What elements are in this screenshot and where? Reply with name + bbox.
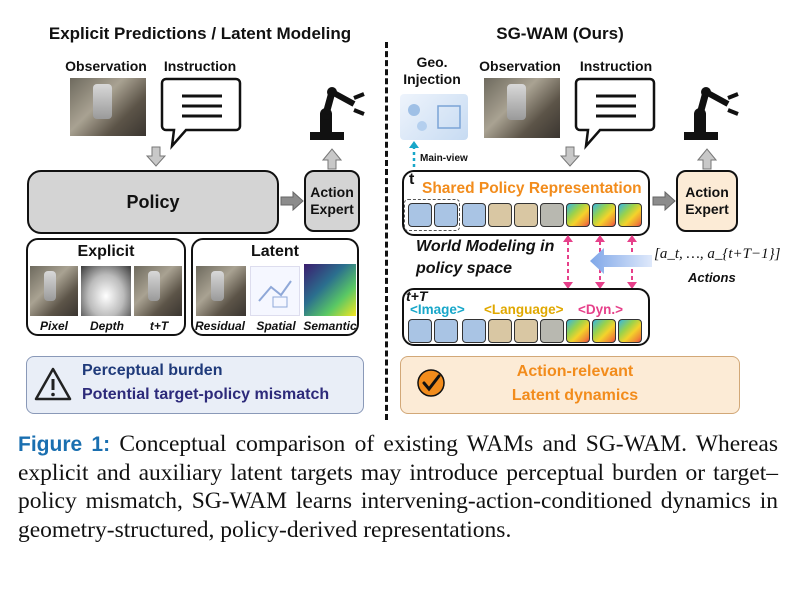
language-token [488,203,512,227]
observation-label-right: Observation [479,58,561,74]
language-token [488,319,512,343]
future-frame-image [134,266,182,316]
explicit-title: Explicit [77,243,135,260]
main-view-label: Main-view [420,153,468,164]
observation-image-left [70,78,146,136]
figure-label: Figure 1: [18,433,111,456]
image-token [408,203,432,227]
explicit-box: Explicit [26,238,186,336]
action-expert-label-left: Action Expert [310,184,354,217]
result-line-1: Action-relevant [516,363,634,380]
depth-image [81,266,131,316]
policy-box: Policy [27,170,279,234]
speech-bubble-icon [160,77,242,150]
dynamics-token [592,203,616,227]
latent-box: Latent [191,238,359,336]
speech-bubble-icon [574,77,656,150]
actions-label: Actions [688,270,736,285]
warning-line-2: Potential target-policy mismatch [82,386,330,403]
instruction-label-right: Instruction [579,58,653,74]
pixel-label: Pixel [39,319,69,333]
robot-arm-icon [684,87,739,140]
tT-label-explicit: t+T [149,319,169,333]
instruction-label-left: Instruction [163,58,237,74]
dynamics-token [566,203,590,227]
geo-injection-image [400,94,468,140]
figure-caption: Figure 1: Conceptual comparison of exist… [18,430,778,544]
action-expert-box-left: Action Expert [304,170,360,232]
spatial-sketch-icon [258,280,292,308]
language-token [540,319,564,343]
t-label: t [409,171,415,188]
action-expert-label-right: Action Expert [685,184,729,217]
language-token [540,203,564,227]
image-token [462,203,486,227]
main-view-token-group [404,199,460,231]
actions-math: [a_t, …, a_{t+T−1}] [654,246,781,262]
point-cloud-icon [408,104,461,131]
actions-arrow-icon [590,248,652,274]
spatial-image [250,266,300,316]
arrow-up-icon [322,148,342,170]
result-box [400,356,740,414]
action-expert-box-right: Action Expert [676,170,738,232]
language-token [514,203,538,227]
spatial-label: Spatial [256,319,296,333]
image-token [408,319,432,343]
language-tag: <Language> [484,302,564,317]
dynamics-token [618,203,642,227]
arrow-down-icon [146,146,166,167]
dynamics-token [592,319,616,343]
residual-label: Residual [194,319,245,333]
observation-label-left: Observation [65,58,147,74]
latent-title: Latent [251,243,299,260]
caption-text: Conceptual comparison of existing WAMs a… [18,431,778,543]
image-token [434,319,458,343]
left-panel-title: Explicit Predictions / Latent Modeling [48,24,352,43]
arrow-right-icon [652,191,676,211]
language-token [514,319,538,343]
dynamics-tag: <Dyn.> [578,302,624,317]
check-circle-icon [417,369,445,397]
panel-divider [385,42,388,420]
image-tag: <Image> [410,302,465,317]
observation-image-right [484,78,560,138]
residual-image [196,266,246,316]
world-modeling-label: World Modeling in policy space [416,238,555,277]
semantic-image [304,264,356,316]
policy-label: Policy [126,192,180,212]
geo-injection-label: Geo. Injection [403,54,461,87]
robot-arm-icon [310,87,365,140]
arrow-down-icon [560,146,580,167]
arrow-up-icon [697,148,717,170]
warning-box [26,356,364,414]
tT-label: t+T [406,288,428,304]
arrow-right-icon [280,191,304,211]
right-panel-title: SG-WAM (Ours) [496,24,624,43]
dynamics-token [566,319,590,343]
result-line-2: Latent dynamics [511,387,639,404]
depth-label: Depth [90,319,124,333]
semantic-label: Semantic [303,319,357,333]
image-token [434,203,458,227]
shared-representation-label: Shared Policy Representation [422,180,642,197]
pixel-image [30,266,78,316]
image-token [462,319,486,343]
dynamics-token [618,319,642,343]
warning-line-1: Perceptual burden [82,362,223,379]
warning-icon [34,367,72,401]
